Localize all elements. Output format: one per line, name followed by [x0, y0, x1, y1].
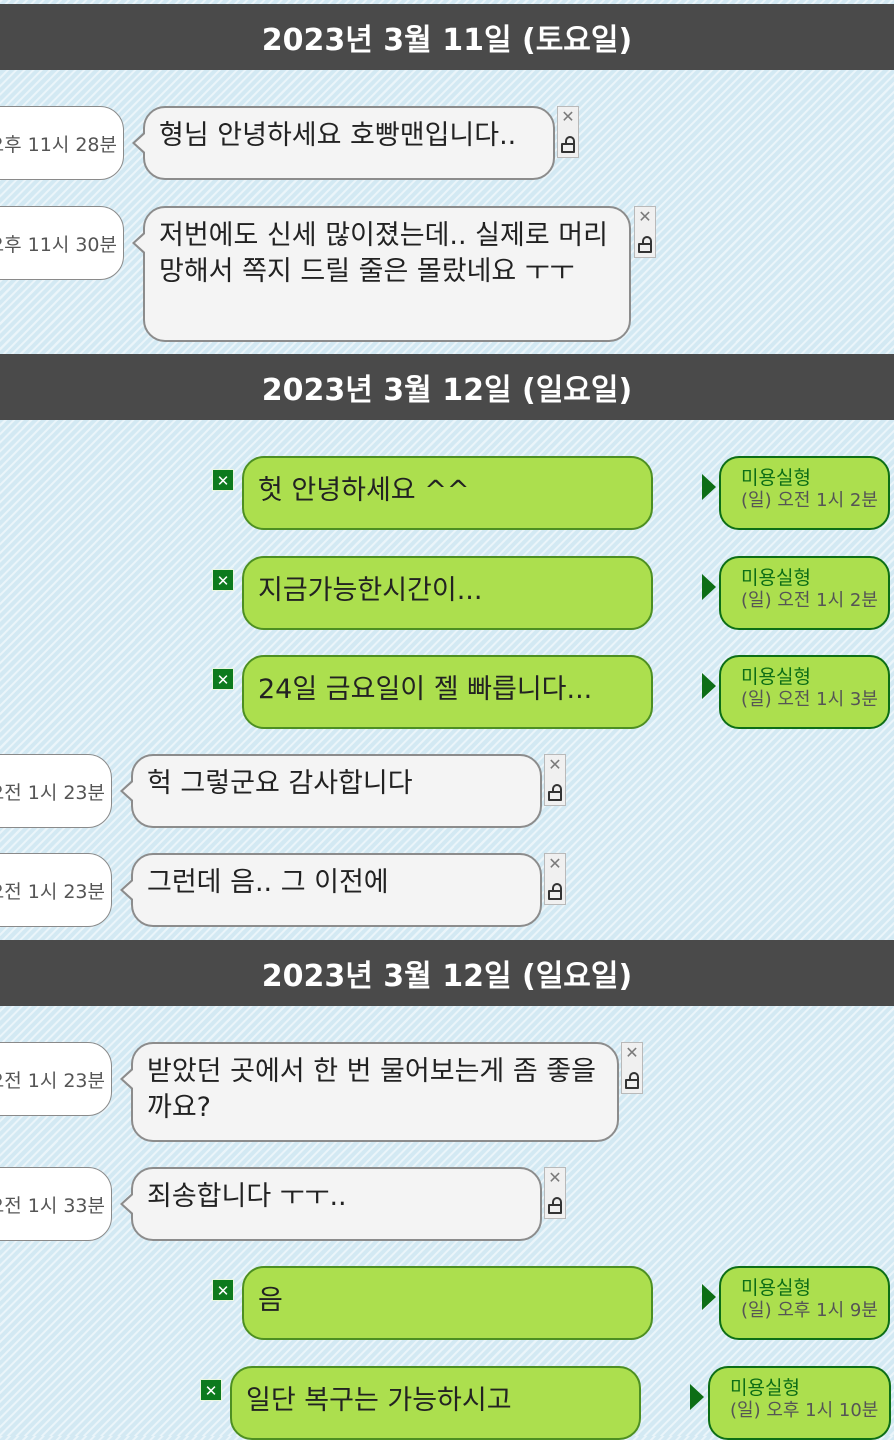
message-time: 오전 1시 33분 — [0, 1167, 112, 1241]
message-text: 받았던 곳에서 한 번 물어보는게 좀 좋을까요? — [147, 1056, 596, 1123]
message-text: 일단 복구는 가능하시고 — [246, 1385, 512, 1416]
date-header: 2023년 3월 11일 (토요일) — [0, 4, 894, 70]
delete-icon[interactable]: ✕ — [625, 1043, 639, 1062]
message-text: 지금가능한시간이... — [258, 575, 483, 606]
lock-icon[interactable] — [548, 1197, 562, 1214]
outgoing-message[interactable]: 24일 금요일이 젤 빠릅니다... — [242, 655, 653, 729]
incoming-message[interactable]: 받았던 곳에서 한 번 물어보는게 좀 좋을까요? — [120, 1042, 619, 1142]
sender-timestamp: (일) 오전 1시 2분 — [741, 490, 878, 511]
incoming-message[interactable]: 저번에도 신세 많이졌는데.. 실제로 머리 망해서 쪽지 드릴 줄은 몰랐네요… — [132, 206, 631, 342]
sender-name: 미용실형 — [730, 1377, 800, 1399]
date-header: 2023년 3월 12일 (일요일) — [0, 940, 894, 1006]
message-text: 그런데 음.. 그 이전에 — [147, 867, 389, 898]
sender-timestamp: (일) 오후 1시 10분 — [730, 1400, 879, 1421]
sender-info[interactable]: 미용실형 (일) 오후 1시 10분 — [708, 1366, 891, 1440]
delete-icon[interactable]: ✕ — [548, 1168, 562, 1187]
sender-info[interactable]: 미용실형 (일) 오전 1시 3분 — [719, 655, 890, 729]
date-header: 2023년 3월 12일 (일요일) — [0, 354, 894, 420]
delete-icon[interactable]: ✕ — [212, 1279, 234, 1301]
incoming-message[interactable]: 헉 그렇군요 감사합니다 — [120, 754, 542, 828]
sender-name: 미용실형 — [741, 567, 811, 589]
lock-icon[interactable] — [625, 1072, 639, 1089]
message-controls: ✕ — [557, 106, 579, 158]
message-text: 죄송합니다 ㅜㅜ.. — [147, 1181, 347, 1212]
play-arrow-icon — [702, 574, 716, 600]
message-time: 오후 11시 30분 — [0, 206, 124, 280]
sender-info[interactable]: 미용실형 (일) 오전 1시 2분 — [719, 556, 890, 630]
delete-icon[interactable]: ✕ — [561, 107, 575, 126]
outgoing-message[interactable]: 헛 안녕하세요 ^^ — [242, 456, 653, 530]
sender-name: 미용실형 — [741, 666, 811, 688]
sender-name: 미용실형 — [741, 467, 811, 489]
sender-info[interactable]: 미용실형 (일) 오후 1시 9분 — [719, 1266, 890, 1340]
sender-name: 미용실형 — [741, 1277, 811, 1299]
outgoing-message[interactable]: 일단 복구는 가능하시고 — [230, 1366, 641, 1440]
message-controls: ✕ — [544, 1167, 566, 1219]
incoming-message[interactable]: 형님 안녕하세요 호빵맨입니다.. — [132, 106, 555, 180]
message-controls: ✕ — [544, 754, 566, 806]
lock-icon[interactable] — [638, 236, 652, 253]
play-arrow-icon — [690, 1384, 704, 1410]
delete-icon[interactable]: ✕ — [200, 1379, 222, 1401]
play-arrow-icon — [702, 1284, 716, 1310]
message-text: 형님 안녕하세요 호빵맨입니다.. — [159, 120, 517, 151]
outgoing-message[interactable]: 지금가능한시간이... — [242, 556, 653, 630]
delete-icon[interactable]: ✕ — [638, 207, 652, 226]
message-text: 24일 금요일이 젤 빠릅니다... — [258, 674, 593, 705]
delete-icon[interactable]: ✕ — [212, 469, 234, 491]
sender-timestamp: (일) 오후 1시 9분 — [741, 1300, 878, 1321]
delete-icon[interactable]: ✕ — [212, 668, 234, 690]
message-time: 오전 1시 23분 — [0, 1042, 112, 1116]
message-time: 오전 1시 23분 — [0, 853, 112, 927]
outgoing-message[interactable]: 음 — [242, 1266, 653, 1340]
sender-timestamp: (일) 오전 1시 2분 — [741, 590, 878, 611]
play-arrow-icon — [702, 673, 716, 699]
incoming-message[interactable]: 죄송합니다 ㅜㅜ.. — [120, 1167, 542, 1241]
sender-timestamp: (일) 오전 1시 3분 — [741, 689, 878, 710]
play-arrow-icon — [702, 474, 716, 500]
message-controls: ✕ — [634, 206, 656, 258]
message-time: 오후 11시 28분 — [0, 106, 124, 180]
sender-info[interactable]: 미용실형 (일) 오전 1시 2분 — [719, 456, 890, 530]
message-text: 음 — [258, 1285, 283, 1316]
lock-icon[interactable] — [561, 136, 575, 153]
message-time: 오전 1시 23분 — [0, 754, 112, 828]
delete-icon[interactable]: ✕ — [548, 854, 562, 873]
delete-icon[interactable]: ✕ — [548, 755, 562, 774]
message-text: 저번에도 신세 많이졌는데.. 실제로 머리 망해서 쪽지 드릴 줄은 몰랐네요… — [159, 220, 608, 287]
delete-icon[interactable]: ✕ — [212, 569, 234, 591]
message-text: 헉 그렇군요 감사합니다 — [147, 768, 413, 799]
lock-icon[interactable] — [548, 784, 562, 801]
lock-icon[interactable] — [548, 883, 562, 900]
message-text: 헛 안녕하세요 ^^ — [258, 475, 470, 506]
incoming-message[interactable]: 그런데 음.. 그 이전에 — [120, 853, 542, 927]
message-controls: ✕ — [621, 1042, 643, 1094]
message-controls: ✕ — [544, 853, 566, 905]
